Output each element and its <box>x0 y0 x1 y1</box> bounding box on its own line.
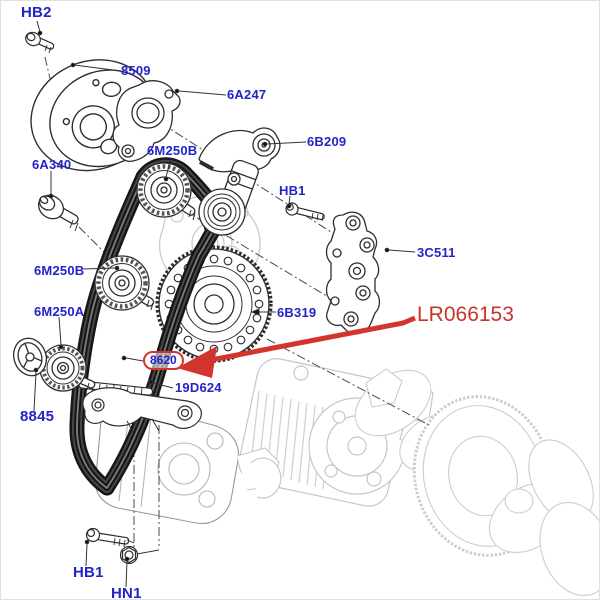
callout-hb1-lower: HB1 <box>73 564 104 581</box>
callout-hn1: HN1 <box>111 585 142 600</box>
callout-hb2: HB2 <box>21 4 52 21</box>
callout-6a247: 6A247 <box>227 87 267 102</box>
nut-hn1 <box>119 545 139 565</box>
callout-3c511: 3C511 <box>417 245 456 260</box>
callout-hb1-upper: HB1 <box>279 183 306 198</box>
bolt-6a340 <box>37 194 79 232</box>
highlighted-part-number: LR066153 <box>417 303 514 326</box>
leader-lines <box>33 20 416 588</box>
callout-6a340: 6A340 <box>32 157 72 172</box>
bolt-hb1-upper <box>285 202 325 222</box>
ghost-crankshaft <box>354 368 599 597</box>
bolt-hb2 <box>25 31 55 54</box>
callout-6m250b-upper: 6M250B <box>147 143 198 158</box>
callout-8620-circled: 8620 <box>143 351 184 370</box>
bolt-hb1-lower <box>85 527 130 548</box>
bracket-6a247 <box>112 80 181 162</box>
idler-6m250b-upper <box>136 162 196 221</box>
tensioner-6b209 <box>198 127 281 236</box>
callout-6m250b-lower: 6M250B <box>34 263 85 278</box>
callout-8845: 8845 <box>20 408 55 425</box>
callout-6m250a: 6M250A <box>34 304 85 319</box>
idler-6m250b-lower <box>94 255 155 311</box>
cap-8845 <box>12 337 48 377</box>
bracket-3c511 <box>325 211 381 335</box>
callout-8509: 8509 <box>121 63 151 78</box>
callout-6b209: 6B209 <box>307 134 347 149</box>
callout-19d624: 19D624 <box>175 380 222 395</box>
idler-6m250a <box>39 344 96 392</box>
highlight-arrow <box>177 315 416 378</box>
callout-6b319: 6B319 <box>277 305 317 320</box>
